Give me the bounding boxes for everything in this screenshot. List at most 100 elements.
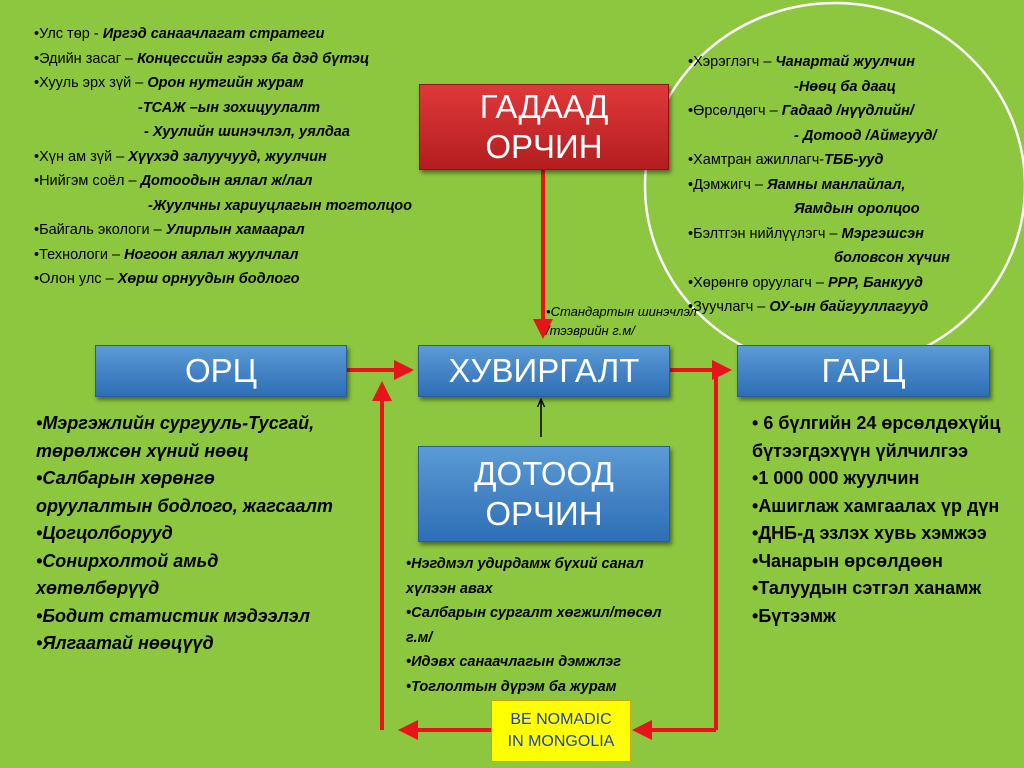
outputs-list: • 6 бүлгийн 24 өрсөлдөхүйц бүтээгдэхүүн … [752,410,1002,630]
item-text: 1 000 000 жуулчин [758,468,920,488]
item-value: Орон нутгийн журам [147,75,304,91]
item-value: Дотоодын аялал ж/лал [140,173,313,189]
output-box: ГАРЦ [737,345,990,397]
item-label: Олон улс – [39,271,118,287]
box-label: ОРЦ [184,352,258,389]
item-text: Мэргэжлийн сургууль-Тусгай, төрөлжсөн хү… [36,413,315,461]
note-text: Стандартын шинэчлэл [550,304,697,319]
list-item: •Хөрөнгө оруулагч – РРР, Банкууд [688,274,923,291]
item-label: Улс төр - [39,26,103,42]
item-label: Хөрөнгө оруулагч – [693,274,828,291]
standard-note: •Стандартын шинэчлэл /тээврийн г.м/ [546,302,697,340]
item-text: Сонирхолтой амьд хөтөлбөрүүд [36,550,219,599]
item-label: Хэрэглэгч – [693,54,776,70]
item-value: РРР, Банкууд [827,274,923,291]
internal-items-list: •Нэгдмэл удирдамж бүхий санал хүлээн ава… [406,552,688,699]
item-text: Бүтээмж [758,605,836,626]
list-item: -Нөөц ба даац [688,75,1008,100]
list-item: •Хууль эрх зүй – Орон нутгийн журам [34,75,304,91]
list-item: -Жуулчны хариуцлагын тогтолцоо [34,194,414,219]
list-item: •Бүтээмж [752,605,836,626]
list-item: •Технологи – Ногоон аялал жуулчлал [34,246,299,263]
list-item: •Ялгаатай нөөцүүд [36,633,214,653]
item-label: Өрсөлдөгч – [693,103,782,119]
list-item: •Бэлтгэн нийлүүлэгч – Мэргэшсэн [688,225,924,242]
item-value: Концессийн гэрээ ба дэд бүтэц [137,50,370,67]
item-label: Эдийн засаг – [39,50,138,67]
item-label: Байгаль экологи – [39,222,166,238]
item-value: Хөрш орнуудын бодлого [117,271,300,287]
list-item: •Хамтран ажиллагч-ТББ-ууд [688,152,884,168]
item-text: Чанарын өрсөлдөөн [758,550,943,571]
internal-environment-box: ДОТООД ОРЧИН [418,446,670,542]
item-label: Хүн ам зүй – [39,148,129,165]
list-item: •ДНБ-д эзлэх хувь хэмжээ [752,523,987,543]
list-item: •Чанарын өрсөлдөөн [752,550,943,571]
note-line: /тээврийн г.м/ [546,321,697,340]
item-label: Зуучлагч – [693,299,770,315]
item-label: Технологи – [39,246,125,263]
list-item: •Цогцолборууд [36,523,173,543]
list-item: •1 000 000 жуулчин [752,468,920,488]
stakeholders-list: •Хэрэглэгч – Чанартай жуулчин -Нөөц ба д… [688,50,1008,320]
box-label-line2: ОРЧИН [485,128,603,165]
item-label: Бэлтгэн нийлүүлэгч – [693,225,842,242]
item-value: боловсон хүчин [834,250,950,266]
item-text: Салбарын сургалт хөгжил/төсөл г.м/ [406,605,662,646]
list-item: •Сонирхолтой амьд хөтөлбөрүүд [36,550,219,599]
list-item: •Улс төр - Иргэд санаачлагат стратеги [34,26,325,42]
list-item: •Өрсөлдөгч – Гадаад /нүүдлийн/ [688,103,914,119]
item-value: - Дотоод /Аймгууд/ [794,127,937,144]
box-label-line1: ГАДААД [479,88,609,125]
item-value: Чанартай жуулчин [775,54,915,70]
item-text: Ашиглаж хамгаалах үр дүн [758,495,1000,516]
badge-line2: IN MONGOLIA [507,733,615,750]
external-factors-list: •Улс төр - Иргэд санаачлагат стратеги •Э… [34,22,414,292]
list-item: •Зуучлагч – ОУ-ын байгууллагууд [688,299,929,315]
list-item: •Талуудын сэтгэл ханамж [752,578,982,598]
item-value: ОУ-ын байгууллагууд [769,299,929,315]
list-item: •Нийгэм соёл – Дотоодын аялал ж/лал [34,173,313,189]
box-label: ГАРЦ [821,352,906,389]
item-value: - Хуулийн шинэчлэл, уялдаа [144,124,350,140]
list-item: •Идэвх санаачлагын дэмжлэг [406,654,621,670]
list-item: •Бодит статистик мэдээлэл [36,605,310,626]
item-text: Цогцолборууд [42,523,173,543]
item-text: Бодит статистик мэдээлэл [42,605,310,626]
item-value: Яамны манлайлал, [767,176,906,193]
item-text: ДНБ-д эзлэх хувь хэмжээ [758,523,987,543]
item-text: Талуудын сэтгэл ханамж [758,578,982,598]
list-item: •Эдийн засаг – Концессийн гэрээ ба дэд б… [34,50,370,67]
box-label-line1: ДОТООД [474,455,614,492]
item-text: Тоглолтын дүрэм ба журам [411,678,617,695]
list-item: •Дэмжигч – Яамны манлайлал, [688,176,906,193]
item-value: Ногоон аялал жуулчлал [124,246,299,263]
item-value: Гадаад /нүүдлийн/ [781,103,914,119]
note-line: •Стандартын шинэчлэл [546,304,697,319]
item-label: Нийгэм соёл – [39,173,141,189]
item-text: Идэвх санаачлагын дэмжлэг [411,654,621,670]
external-environment-box: ГАДААД ОРЧИН [419,84,669,170]
list-item: - Хуулийн шинэчлэл, уялдаа [34,120,414,145]
list-item: •Олон улс – Хөрш орнуудын бодлого [34,271,300,287]
list-item: •Хэрэглэгч – Чанартай жуулчин [688,54,915,70]
item-value: Иргэд санаачлагат стратеги [102,26,325,42]
list-item: •Ашиглаж хамгаалах үр дүн [752,495,1000,516]
item-text: Нэгдмэл удирдамж бүхий санал хүлээн авах [406,556,644,597]
process-box: ХУВИРГАЛТ [418,345,670,397]
item-label: Хамтран ажиллагч- [693,152,825,168]
inputs-list: •Мэргэжлийн сургууль-Тусгай, төрөлжсөн х… [36,410,336,658]
be-nomadic-badge: BE NOMADIC IN MONGOLIA [491,700,631,762]
item-value: Улирлын хамаарал [165,222,305,238]
item-value: Хүүхэд залуучууд, жуулчин [128,148,327,165]
list-item: -ТСАЖ –ын зохицуулалт [34,96,414,121]
item-value: ТББ-ууд [824,152,884,168]
item-text: Салбарын хөрөнгө оруулалтын бодлого, жаг… [36,468,333,516]
list-item: боловсон хүчин [688,246,1008,271]
item-value: -Нөөц ба даац [794,78,896,95]
list-item: •Нэгдмэл удирдамж бүхий санал хүлээн ава… [406,556,644,597]
item-value: -ТСАЖ –ын зохицуулалт [138,99,321,116]
item-text: 6 бүлгийн 24 өрсөлдөхүйц бүтээгдэхүүн үй… [752,413,1001,461]
list-item: •Тоглолтын дүрэм ба журам [406,678,617,695]
badge-line1: BE NOMADIC [510,711,612,728]
